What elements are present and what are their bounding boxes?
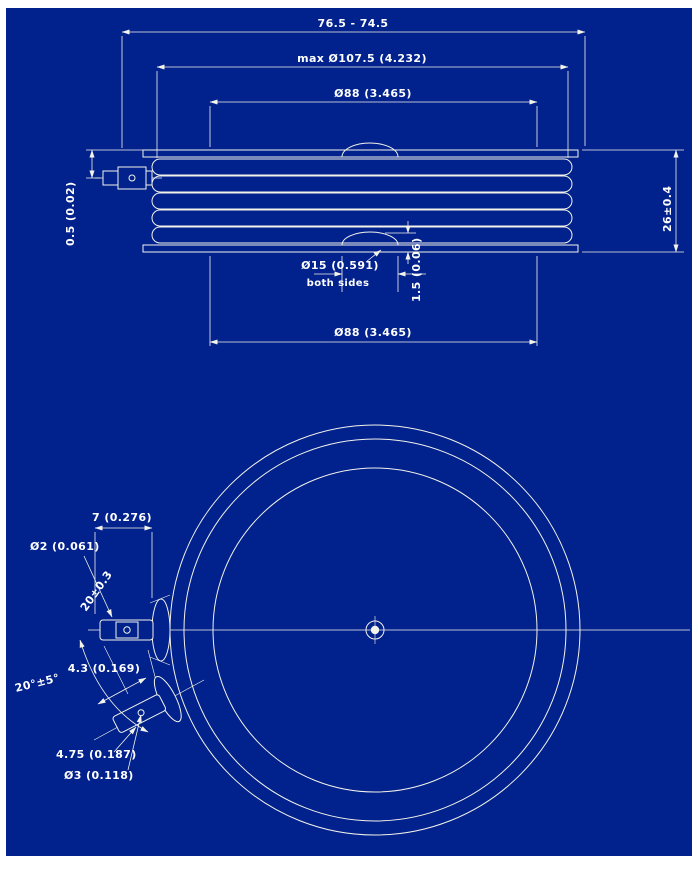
extension-lines-pole-bottom: [209, 256, 538, 346]
pole-face-circle: [212, 467, 538, 793]
center-pip-dot: [370, 625, 380, 635]
dim-terminal-width-label: 4.3 (0.169): [68, 662, 141, 675]
extension-lines-height: [582, 149, 684, 253]
dim-pip-height-label: 1.5 (0.06): [410, 237, 423, 302]
gate-lead-pin: [128, 174, 136, 182]
hole-leader: [127, 714, 142, 771]
extension-lines-lead-tip: [94, 532, 153, 614]
dim-gate-offset-label: 0.5 (0.02): [64, 181, 77, 246]
extension-lines-max-dia: [156, 71, 569, 158]
lead-terminal-body: [99, 619, 154, 641]
extension-lines-overall: [121, 36, 586, 148]
side-view: [95, 142, 579, 253]
top-centering-pip: [341, 142, 399, 158]
plan-gate-lead: [99, 594, 171, 666]
ceramic-fin-stack: [151, 158, 573, 244]
dim-max-diameter-label: max Ø107.5 (4.232): [297, 52, 427, 65]
drawing-canvas: [6, 8, 692, 856]
bottom-centering-pip: [341, 231, 399, 246]
dim-hole-label: Ø3 (0.118): [64, 769, 134, 782]
center-pip-ring: [365, 620, 385, 640]
side-view-dimensions: 76.5 - 74.5 max Ø107.5 (4.232) Ø88 (3.46…: [64, 17, 684, 346]
extension-lines-pip-height: [385, 232, 416, 246]
pip-leader-arrow: [365, 249, 382, 263]
terminal-body-leader: [113, 726, 137, 753]
dim-pole-top-label: Ø88 (3.465): [334, 87, 412, 100]
side-gate-lead: [95, 166, 162, 190]
lead-flange-lens: [151, 598, 171, 662]
lead-terminal-block: [115, 621, 139, 639]
dim-pip-diameter-label: Ø15 (0.591): [301, 259, 379, 272]
lead-terminal-hole: [123, 626, 131, 634]
dimension-line-terminal-width: [97, 677, 147, 705]
gate-lead-connector: [117, 166, 147, 190]
dim-overall-label: 76.5 - 74.5: [318, 17, 389, 30]
lead-wire-leader: [83, 555, 113, 618]
extension-lines-pole-top: [209, 106, 538, 147]
dim-lead-wire-label: Ø2 (0.061): [30, 540, 100, 553]
ceramic-body-circle: [183, 438, 567, 822]
pip-note-label: both sides: [307, 278, 370, 289]
dim-lead-tip-label: 7 (0.276): [92, 511, 152, 524]
dim-terminal-body-label: 4.75 (0.187): [56, 748, 137, 761]
dim-height-label: 26±0.4: [661, 186, 674, 232]
dim-pole-bottom-label: Ø88 (3.465): [334, 326, 412, 339]
